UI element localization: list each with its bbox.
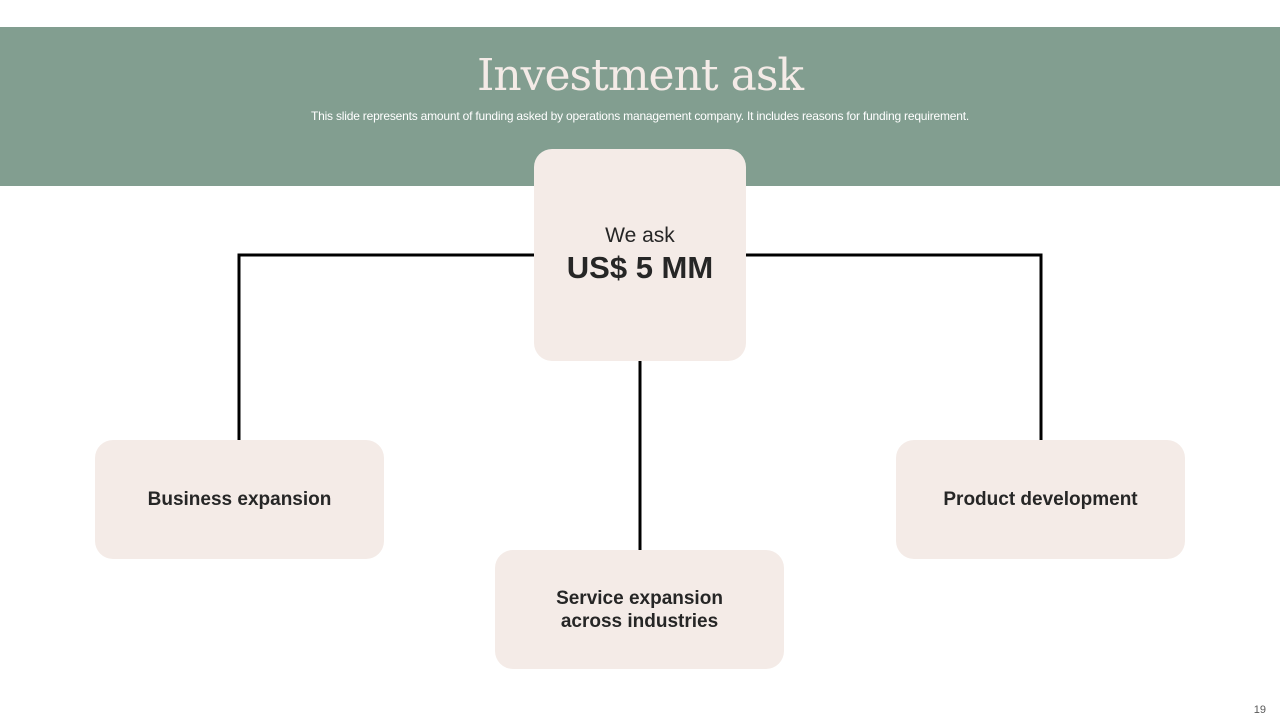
slide-subtitle: This slide represents amount of funding …	[310, 109, 970, 123]
slide-title: Investment ask	[476, 50, 804, 101]
connector-right	[746, 253, 1043, 440]
ask-amount: US$ 5 MM	[566, 250, 714, 285]
product-development-box: Product development	[896, 440, 1185, 559]
service-expansion-label: Service expansion across industries	[556, 587, 723, 632]
business-expansion-box: Business expansion	[95, 440, 384, 559]
product-development-label: Product development	[943, 489, 1138, 510]
connector-left	[237, 253, 534, 440]
business-expansion-label: Business expansion	[147, 489, 332, 510]
funding-ask-box: We ask US$ 5 MM	[534, 149, 746, 361]
ask-label: We ask	[605, 224, 675, 247]
page-number: 19	[1253, 704, 1266, 716]
service-expansion-box: Service expansion across industries	[495, 550, 784, 669]
